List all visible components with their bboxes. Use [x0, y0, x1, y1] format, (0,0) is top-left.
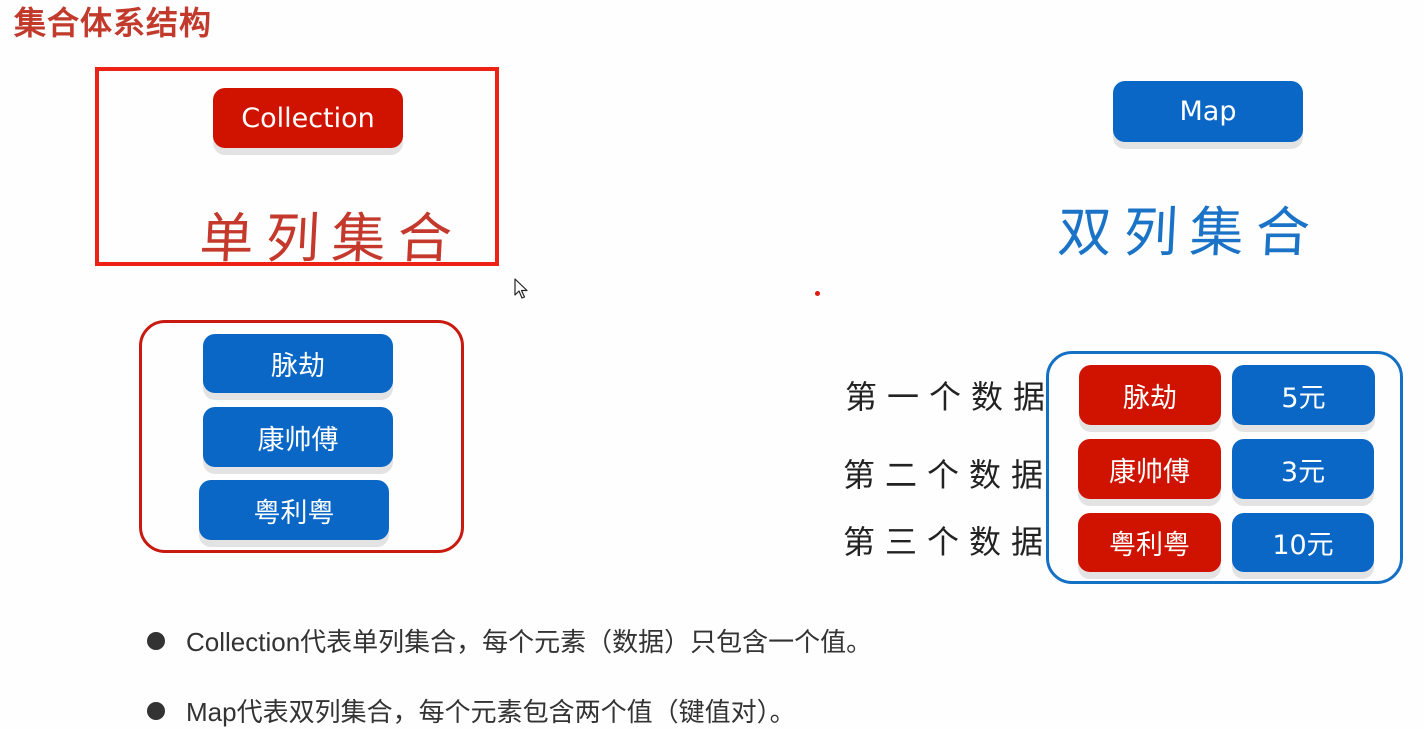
map-button-label: Map — [1179, 96, 1237, 127]
map-entry-value-label: 10元 — [1272, 530, 1334, 561]
laser-pointer-dot — [815, 291, 820, 296]
collection-item[interactable]: 脉劫 — [203, 334, 393, 393]
map-row-label: 第二个数据 — [843, 456, 1054, 494]
map-entry-key[interactable]: 粤利粤 — [1078, 513, 1221, 572]
map-entry-key-label: 脉劫 — [1123, 382, 1177, 414]
mouse-cursor-icon — [514, 278, 528, 299]
map-entry-value[interactable]: 10元 — [1232, 513, 1374, 572]
collection-item-label: 粤利粤 — [253, 497, 335, 529]
collection-item[interactable]: 粤利粤 — [199, 480, 389, 540]
map-entries-group — [1046, 351, 1403, 584]
bullet-item: Collection代表单列集合，每个元素（数据）只包含一个值。 — [147, 622, 872, 659]
map-entry-value-label: 5元 — [1281, 382, 1326, 414]
collection-items-group — [139, 320, 464, 553]
collection-button[interactable]: Collection — [213, 88, 403, 148]
map-entry-value[interactable]: 5元 — [1232, 365, 1375, 425]
collection-item[interactable]: 康帅傅 — [203, 407, 393, 467]
collection-button-label: Collection — [241, 102, 375, 134]
page-title: 集合体系结构 — [14, 4, 213, 42]
map-row-label: 第一个数据 — [845, 378, 1056, 416]
bullet-text: Collection代表单列集合，每个元素（数据）只包含一个值。 — [186, 627, 873, 657]
bullet-dot-icon — [147, 631, 165, 650]
double-column-collection-caption: 双列集合 — [1056, 201, 1324, 264]
map-entry-key[interactable]: 康帅傅 — [1078, 439, 1221, 499]
collection-item-label: 脉劫 — [271, 351, 325, 382]
bullet-text: Map代表双列集合，每个元素包含两个值（键值对）。 — [186, 697, 796, 727]
map-entry-key[interactable]: 脉劫 — [1079, 365, 1221, 425]
map-row-label: 第三个数据 — [843, 523, 1054, 561]
collection-item-label: 康帅傅 — [257, 424, 339, 456]
bullet-dot-icon — [147, 701, 165, 720]
map-button[interactable]: Map — [1113, 81, 1303, 142]
single-column-collection-caption: 单列集合 — [198, 207, 466, 270]
map-entry-key-label: 粤利粤 — [1109, 530, 1190, 561]
map-entry-key-label: 康帅傅 — [1109, 456, 1190, 488]
collection-highlight-frame — [95, 67, 499, 266]
map-entry-value-label: 3元 — [1280, 456, 1326, 488]
bullet-item: Map代表双列集合，每个元素包含两个值（键值对）。 — [147, 692, 796, 729]
map-entry-value[interactable]: 3元 — [1232, 439, 1374, 499]
